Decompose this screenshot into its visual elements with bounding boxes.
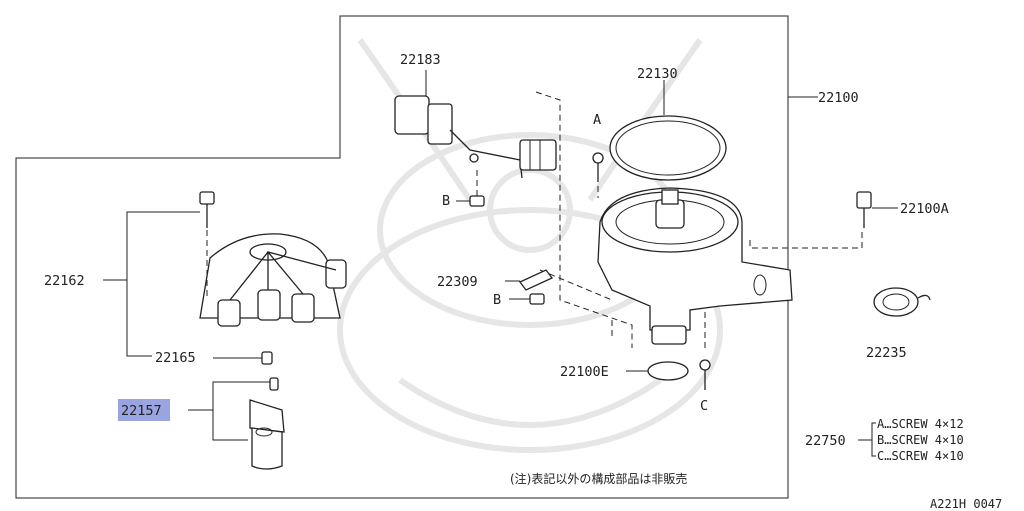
part-22157-rotor xyxy=(249,377,285,470)
label-22309: 22309 xyxy=(437,274,478,290)
screw-b-upper xyxy=(456,195,485,207)
screw-legend-a: A…SCREW 4×12 xyxy=(877,417,964,431)
part-22309-clip xyxy=(518,269,554,291)
label-22235: 22235 xyxy=(866,345,907,361)
part-22235-spring xyxy=(873,287,931,317)
label-22183: 22183 xyxy=(400,52,441,68)
screw-legend-b: B…SCREW 4×10 xyxy=(877,433,964,447)
dashed-guide-1 xyxy=(535,91,633,348)
diagram-code: A221H 0047 xyxy=(930,497,1002,511)
label-22157: 22157 xyxy=(121,403,162,419)
highlight-22157 xyxy=(118,399,170,421)
screw-legend-c: C…SCREW 4×10 xyxy=(877,449,964,463)
bracket-22162 xyxy=(103,211,200,357)
label-22162: 22162 xyxy=(44,273,85,289)
label-22100E: 22100E xyxy=(560,364,609,380)
bracket-22157 xyxy=(188,381,270,441)
label-22130: 22130 xyxy=(637,66,678,82)
part-22130-seal xyxy=(609,115,727,181)
part-22100-housing xyxy=(597,187,793,345)
letter-a: A xyxy=(593,112,601,128)
letter-b-lower: B xyxy=(493,292,501,308)
cap-screw xyxy=(199,191,215,300)
label-22100: 22100 xyxy=(818,90,859,106)
label-22750: 22750 xyxy=(805,433,846,449)
part-22165-carbon xyxy=(261,351,273,365)
part-22162-cap xyxy=(199,233,347,327)
part-22100A-bolt xyxy=(856,191,872,228)
letter-c: C xyxy=(700,398,708,414)
not-sold-note: (注)表記以外の構成部品は非販売 xyxy=(510,471,687,486)
part-22183-pickup xyxy=(394,95,557,179)
label-22165: 22165 xyxy=(155,350,196,366)
dashed-guide-3 xyxy=(749,228,863,249)
bracket-22750 xyxy=(858,422,876,457)
dashed-guide-2 xyxy=(539,269,613,336)
screw-b-lower xyxy=(509,293,545,305)
assembly-frame xyxy=(15,15,789,499)
letter-b-upper: B xyxy=(442,193,450,209)
part-22100E-oring xyxy=(647,361,689,381)
label-22100A: 22100A xyxy=(900,201,949,217)
screw-a xyxy=(592,152,604,182)
screw-c xyxy=(699,312,711,390)
